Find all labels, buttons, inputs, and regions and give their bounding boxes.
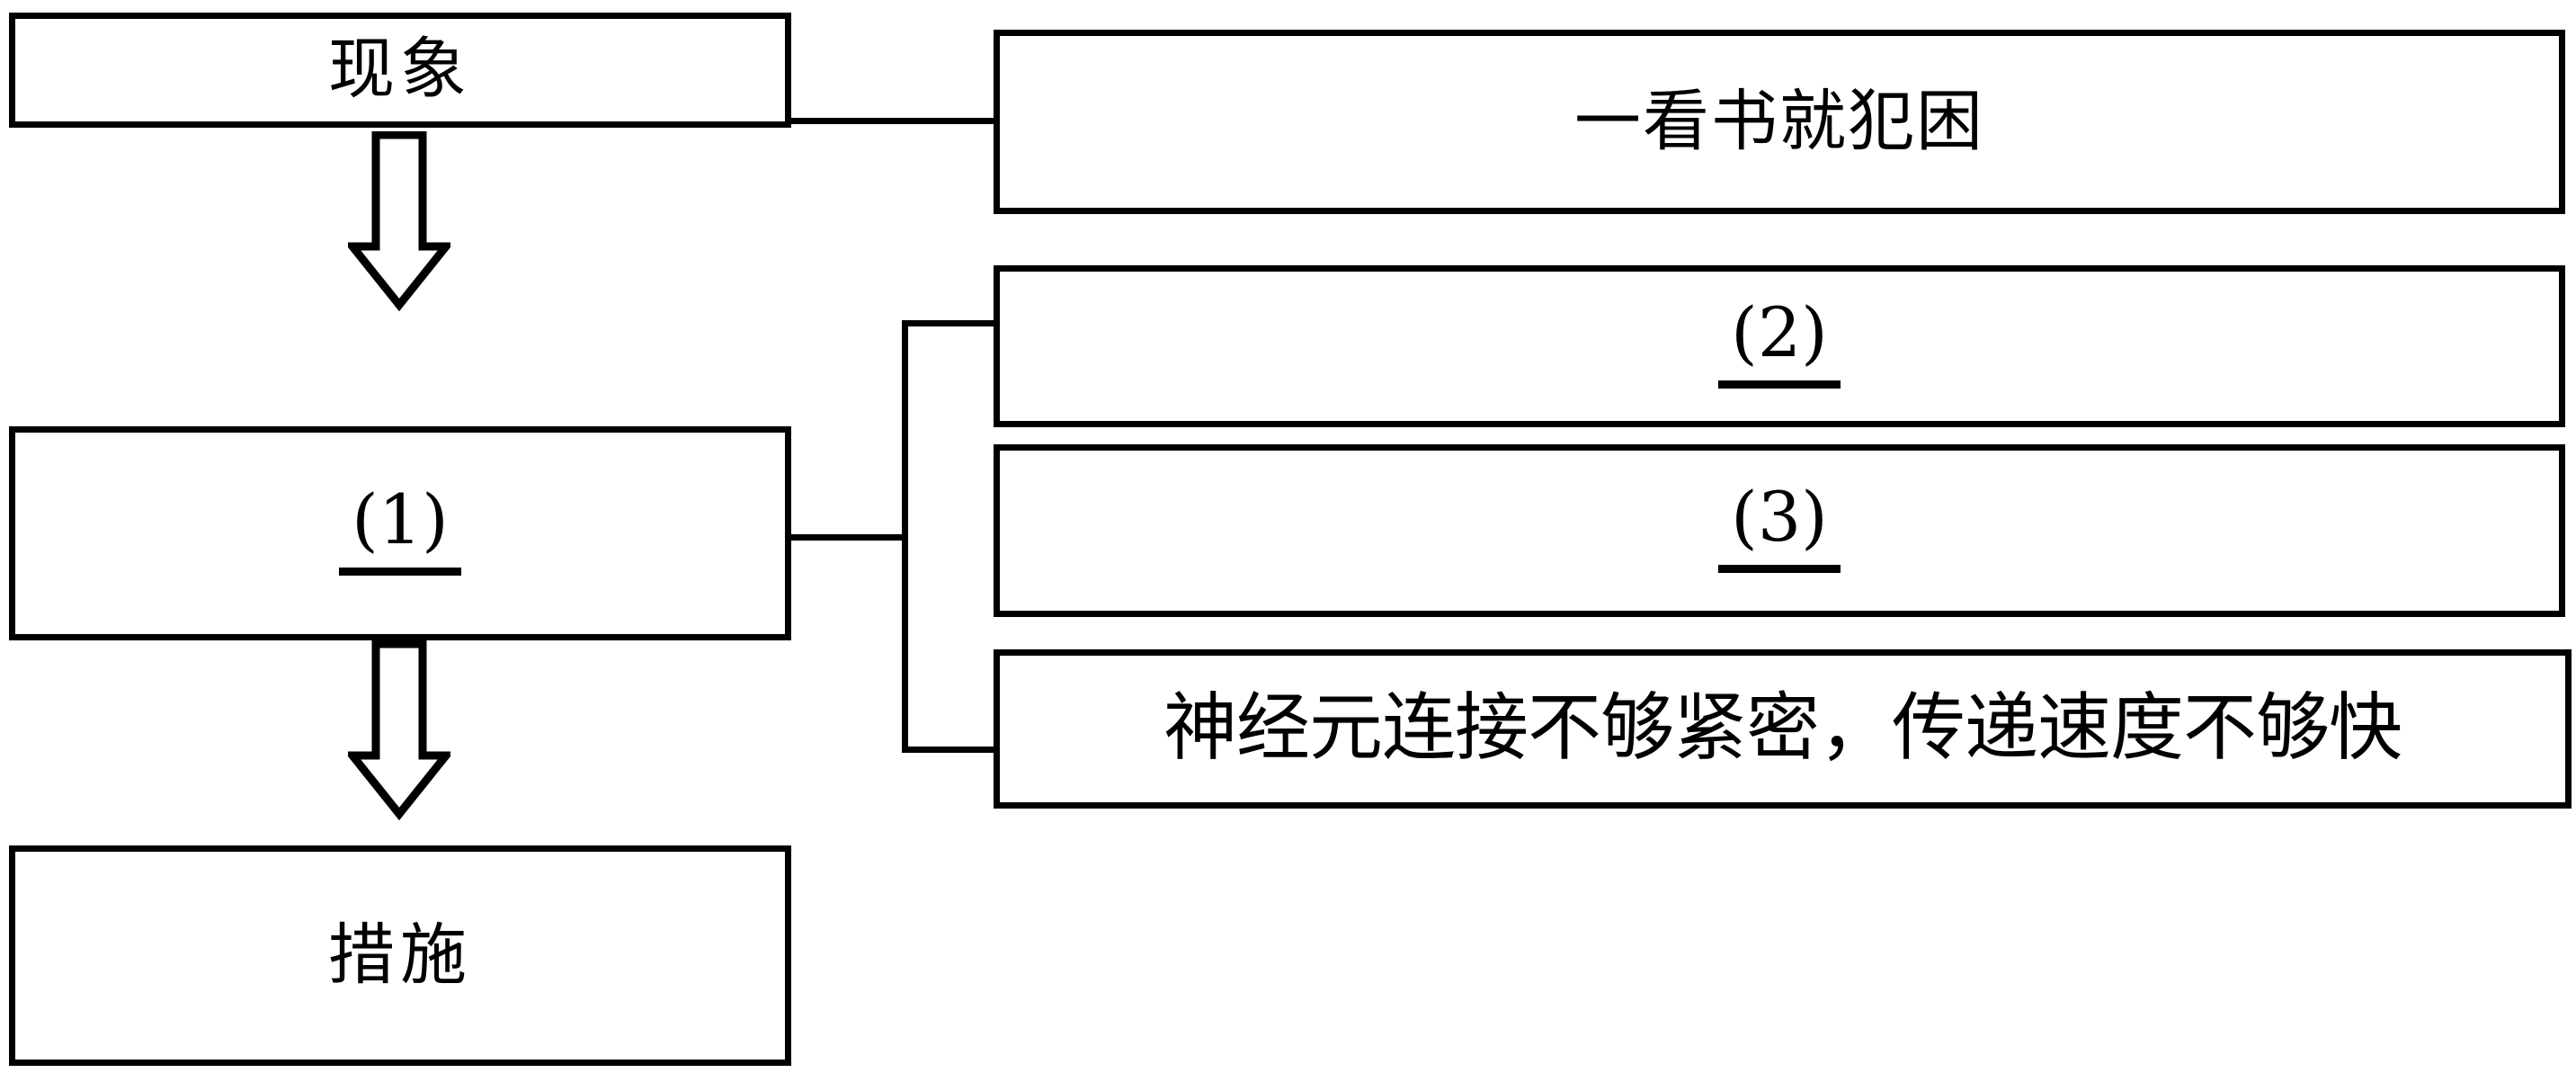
connector-bracket-stub-bottom bbox=[902, 747, 996, 753]
phenomenon-label: 现象 bbox=[328, 31, 472, 109]
detail-3-blank-wrapper: (3) bbox=[1718, 481, 1841, 580]
cause-blank-wrapper: (1) bbox=[339, 484, 461, 583]
phenomenon-box: 现象 bbox=[9, 13, 791, 128]
cause-blank-box: (1) bbox=[9, 426, 791, 640]
connector-bracket-stub-top bbox=[902, 320, 996, 326]
detail-box-4: 神经元连接不够紧密，传递速度不够快 bbox=[994, 649, 2572, 809]
measure-label: 措施 bbox=[328, 916, 472, 994]
detail-box-2: (2) bbox=[994, 265, 2565, 427]
detail-2-blank-label: (2) bbox=[1718, 297, 1841, 396]
detail-box-3: (3) bbox=[994, 444, 2565, 617]
connector-bracket-stub-inlet bbox=[789, 534, 906, 541]
detail-box-1: 一看书就犯困 bbox=[994, 30, 2565, 214]
measure-box: 措施 bbox=[9, 845, 791, 1066]
detail-2-blank-wrapper: (2) bbox=[1718, 297, 1841, 396]
down-arrow-icon bbox=[348, 131, 450, 311]
detail-1-label: 一看书就犯困 bbox=[1574, 82, 1984, 160]
detail-3-blank-label: (3) bbox=[1718, 481, 1841, 580]
connector-phenomenon-to-detail-1 bbox=[789, 118, 996, 124]
cause-blank-label: (1) bbox=[339, 484, 461, 583]
down-arrow-icon bbox=[348, 640, 450, 820]
detail-4-label: 神经元连接不够紧密，传递速度不够快 bbox=[1163, 685, 2402, 772]
